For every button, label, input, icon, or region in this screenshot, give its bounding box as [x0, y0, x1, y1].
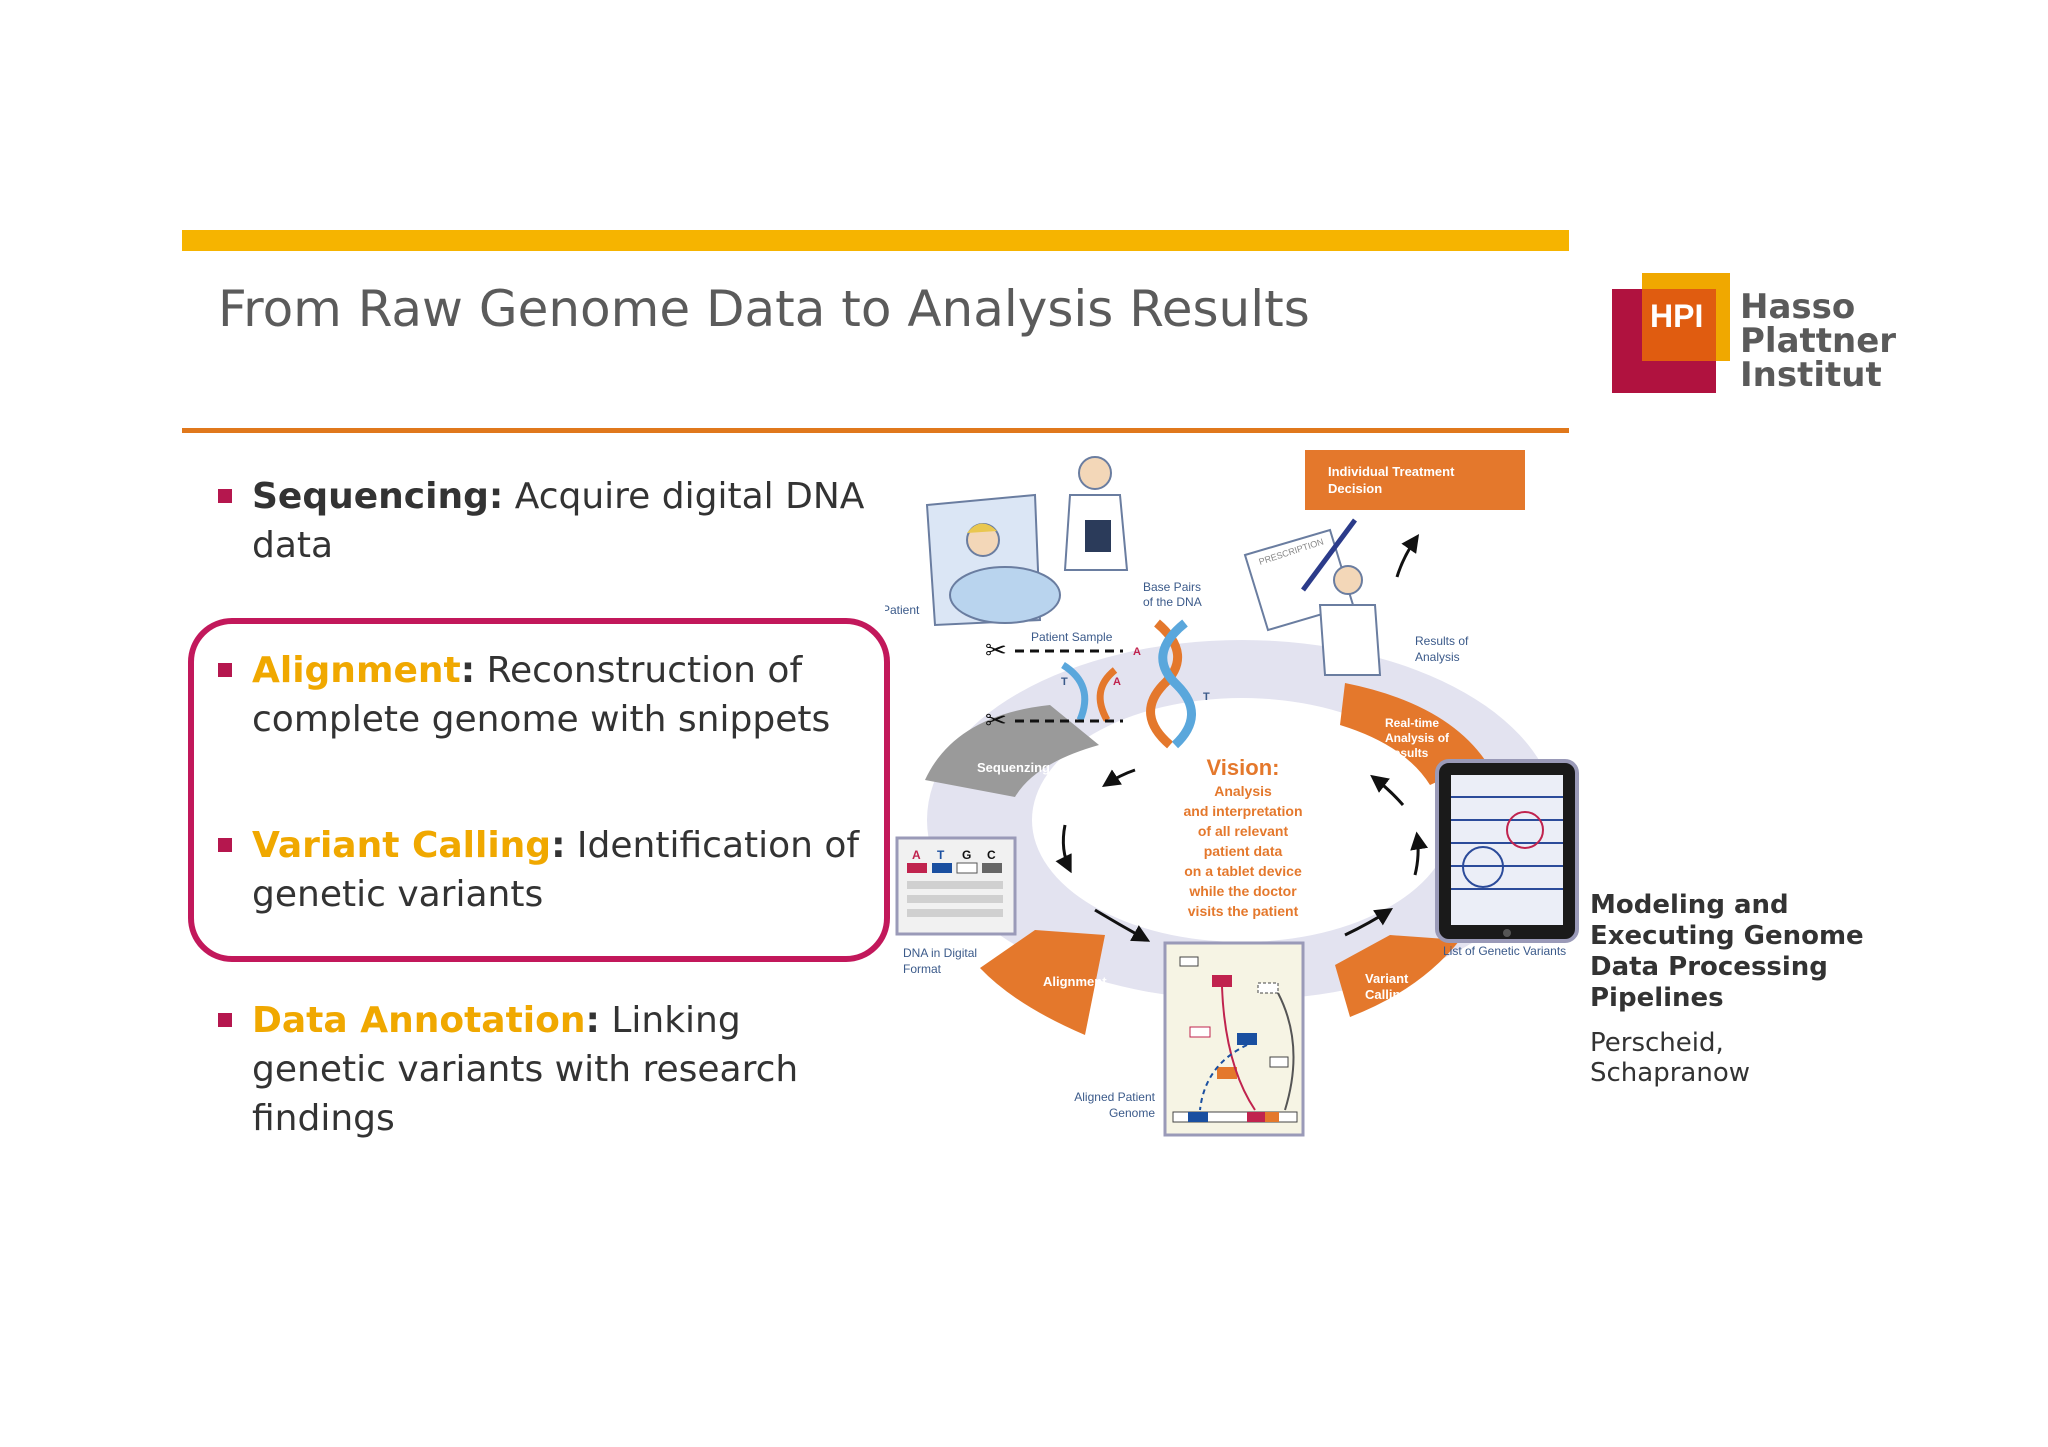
dna-helix — [1146, 619, 1196, 749]
list-variants-label: List of Genetic Variants — [1443, 944, 1566, 958]
treatment-label-2: Decision — [1328, 481, 1382, 496]
segment-variant-label-1: Variant — [1365, 971, 1409, 986]
dna-digital-label-1: DNA in Digital — [903, 946, 977, 960]
hpi-logo-text: Hasso Plattner Institut — [1740, 290, 1896, 392]
patient-label: Patient — [885, 603, 920, 617]
svg-text:HPI: HPI — [1650, 298, 1703, 334]
svg-text:visits the patient: visits the patient — [1188, 903, 1299, 919]
bullet-marker — [218, 489, 232, 503]
svg-text:A: A — [1133, 646, 1141, 658]
top-accent-bar — [182, 230, 1569, 251]
svg-text:C: C — [987, 848, 996, 862]
bullet-text: Identification of genetic variants — [252, 825, 860, 915]
genome-pipeline-diagram: Sequenzing Alignment Variant Calling Rea… — [885, 450, 1579, 1137]
realtime-label-2: Analysis of — [1385, 731, 1450, 745]
svg-text:Analysis: Analysis — [1214, 783, 1272, 799]
aligned-genome-card — [1163, 941, 1305, 1137]
svg-text:T: T — [1203, 691, 1210, 703]
bullet-sequencing: Sequencing: Acquire digital DNA data — [218, 472, 878, 570]
treatment-label-1: Individual Treatment — [1328, 464, 1455, 479]
highlight-frame — [188, 618, 890, 962]
svg-text:✂: ✂ — [985, 705, 1007, 735]
segment-alignment — [980, 930, 1105, 1035]
results-label-2: Analysis — [1415, 650, 1460, 664]
base-pairs-label-2: of the DNA — [1143, 595, 1202, 609]
segment-variant-label-2: Calling — [1365, 987, 1408, 1002]
realtime-label-1: Real-time — [1385, 716, 1439, 730]
bullet-marker — [218, 663, 232, 677]
segment-variant-calling — [1335, 935, 1460, 1017]
svg-text:patient data: patient data — [1204, 843, 1283, 859]
bullet-text: Linking genetic variants with research f… — [252, 1000, 799, 1139]
hpi-logo: HPI — [1612, 273, 1730, 393]
vision-text: Analysis and interpretation of all relev… — [1183, 783, 1302, 919]
logo-line-1: Hasso — [1740, 287, 1856, 327]
bullet-term: Data Annotation — [252, 1000, 586, 1041]
tablet-illustration — [1435, 759, 1579, 943]
slide-title: From Raw Genome Data to Analysis Results — [218, 280, 1310, 338]
side-caption-authors: Perscheid, Schapranow — [1590, 1028, 1750, 1088]
svg-text:T: T — [1061, 676, 1068, 688]
dna-digital-label-2: Format — [903, 962, 942, 976]
bullet-term: Alignment — [252, 650, 461, 691]
cycle-center — [1032, 698, 1452, 942]
results-label-1: Results of — [1415, 634, 1469, 648]
svg-text:A: A — [1113, 676, 1121, 688]
svg-text:on a tablet device: on a tablet device — [1184, 863, 1302, 879]
bullet-data-annotation: Data Annotation: Linking genetic variant… — [218, 996, 878, 1143]
segment-sequencing-label: Sequenzing — [977, 760, 1050, 775]
aligned-genome-label-2: Genome — [1109, 1106, 1155, 1120]
bullet-text: Acquire digital DNA data — [252, 476, 865, 566]
svg-text:✂: ✂ — [985, 635, 1007, 665]
title-divider — [182, 428, 1569, 433]
dna-bases: A T G C — [912, 848, 996, 862]
aligned-genome-label-1: Aligned Patient — [1074, 1090, 1155, 1104]
svg-text:A: A — [912, 848, 921, 862]
bullet-term: Sequencing: — [252, 476, 504, 517]
dna-digital-card — [895, 836, 1017, 936]
scissors-icon: ✂ ✂ — [985, 635, 1123, 735]
svg-text:G: G — [962, 848, 971, 862]
bullet-text: Reconstruction of complete genome with s… — [252, 650, 831, 740]
realtime-label-3: Results — [1385, 746, 1429, 760]
vision-title: Vision: — [1207, 755, 1280, 780]
bullet-marker — [218, 1013, 232, 1027]
patient-illustration — [925, 493, 1061, 627]
logo-line-2: Plattner — [1740, 321, 1897, 361]
bullet-term: Variant Calling — [252, 825, 552, 866]
dna-sample — [1061, 662, 1118, 722]
logo-line-3: Institut — [1740, 355, 1882, 395]
treatment-decision-box — [1305, 450, 1525, 510]
svg-text:and interpretation: and interpretation — [1183, 803, 1302, 819]
prescribing-doctor-illustration — [1243, 518, 1382, 676]
cycle-arrows — [1055, 768, 1429, 942]
bullet-variant-calling: Variant Calling: Identification of genet… — [218, 821, 878, 919]
base-pairs-label-1: Base Pairs — [1143, 580, 1201, 594]
side-caption-title: Modeling and Executing Genome Data Proce… — [1590, 890, 1864, 1013]
segment-alignment-label: Alignment — [1043, 974, 1107, 989]
svg-text:while the doctor: while the doctor — [1188, 883, 1297, 899]
segment-sequencing — [925, 705, 1099, 797]
patient-sample-label: Patient Sample — [1031, 630, 1113, 644]
treatment-arrow — [1395, 534, 1420, 578]
doctor-illustration — [1063, 456, 1129, 571]
bullet-marker — [218, 838, 232, 852]
svg-text:of all relevant: of all relevant — [1198, 823, 1289, 839]
svg-text:T: T — [937, 848, 945, 862]
bullet-alignment: Alignment: Reconstruction of complete ge… — [218, 646, 878, 744]
